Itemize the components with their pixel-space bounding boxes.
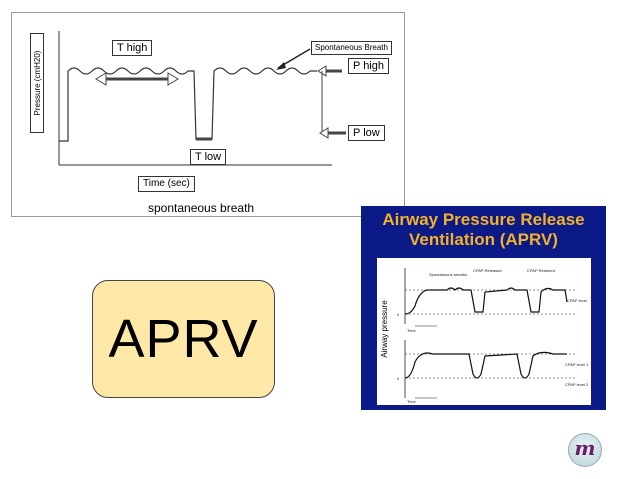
t-high-arrow-left: [95, 72, 107, 86]
pressure-waveform: [58, 31, 346, 166]
airway-pressure-waveforms: [404, 268, 577, 399]
slide-title-line2: Ventilation (APRV): [409, 230, 558, 249]
spontaneous-breaths-label: Spontaneous breaths: [429, 272, 468, 277]
p-high-label: P high: [348, 58, 389, 74]
zero-label-top: 0: [397, 312, 400, 317]
aprv-badge: APRV: [92, 280, 275, 398]
cpap-released-label: CPAP Released: [473, 268, 502, 273]
logo-glyph: m: [574, 436, 596, 460]
t-high-arrow-right: [167, 72, 179, 86]
diagram-caption: spontaneous breath: [148, 201, 255, 215]
cpap-level-1-label: CPAP level 1: [565, 362, 589, 367]
cpap-level-2-label: CPAP level 2: [565, 382, 589, 387]
m-monogram-logo-icon: m: [568, 433, 602, 467]
t-high-label: T high: [112, 40, 153, 56]
y-axis-label: Pressure (cmH20): [33, 50, 42, 116]
t-low-label: T low: [190, 149, 227, 165]
aprv-badge-text: APRV: [108, 309, 259, 369]
time-axis-label: Time (sec): [138, 176, 195, 192]
y-axis-label-box: Pressure (cmH20): [30, 33, 44, 133]
slide-title-line1: Airway Pressure Release: [382, 210, 585, 229]
time-label-top: Time: [407, 328, 416, 333]
cpap-restored-label: CPAP Restored: [527, 268, 555, 273]
aprv-slide: Airway Pressure Release Ventilation (APR…: [361, 206, 606, 410]
p-low-label: P low: [348, 125, 385, 141]
aprv-pressure-diagram: Pressure (cmH20) T high T low P high P l…: [11, 12, 405, 217]
spontaneous-pointer-head: [276, 62, 286, 70]
time-label-bottom: Time: [407, 399, 416, 404]
bottom-pressure-trace: [404, 351, 567, 379]
top-pressure-trace: [404, 287, 568, 315]
pressure-trace: [59, 67, 317, 142]
airway-pressure-graph: Airway pressure Spontaneous breaths CPAP…: [377, 258, 591, 405]
airway-pressure-label: Airway pressure: [380, 300, 389, 358]
cpap-level-label: CPAP level: [567, 298, 587, 303]
p-low-arrowhead: [319, 127, 329, 139]
zero-label-bottom: 0: [397, 376, 400, 381]
spontaneous-breath-label: Spontaneous Breath: [311, 41, 392, 55]
